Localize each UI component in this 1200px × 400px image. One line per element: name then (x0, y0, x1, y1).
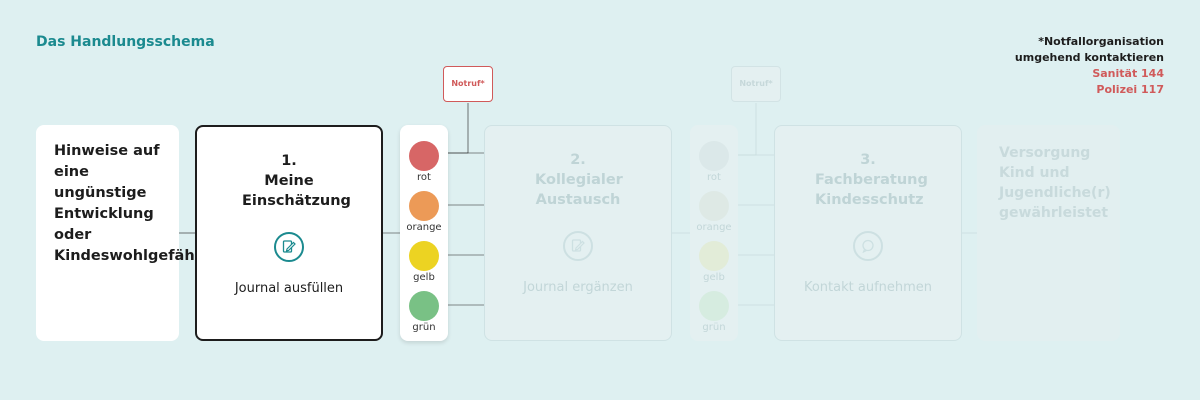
light-orange[interactable] (409, 191, 439, 221)
step-2-card[interactable]: 2. Kollegialer Austausch Journal ergänze… (484, 125, 672, 341)
step-1-number: 1. (281, 153, 297, 169)
light-label-rot: rot (417, 172, 431, 183)
step-3-number: 3. (860, 152, 876, 168)
step-1-action: Journal ausfüllen (234, 281, 344, 296)
journal-edit-icon (274, 232, 304, 262)
light-gruen-faded (699, 291, 729, 321)
step-2-number: 2. (570, 152, 586, 168)
intro-text: Hinweise auf eine ungünstige Entwicklung… (54, 143, 244, 264)
connector-lights-notruf (448, 103, 469, 154)
step-3-heading: 3. Fachberatung Kindesschutz (775, 150, 961, 210)
step-3-card[interactable]: 3. Fachberatung Kindesschutz Kontakt auf… (774, 125, 962, 341)
step-1-card[interactable]: 1. Meine Einschätzung Journal ausfüllen (195, 125, 383, 341)
step-2-title: Kollegialer Austausch (535, 172, 623, 208)
light-label-orange-faded: orange (696, 222, 732, 233)
step-2-heading: 2. Kollegialer Austausch (485, 150, 671, 210)
journal-edit-icon (563, 231, 593, 261)
notruf-button[interactable]: Notruf* (443, 66, 493, 102)
emergency-sanitaet: Sanität 144 (1092, 67, 1164, 80)
light-label-gruen-faded: grün (702, 322, 726, 333)
step-1-title: Meine Einschätzung (242, 173, 351, 209)
step-2-action: Journal ergänzen (523, 280, 633, 295)
final-text: Versorgung Kind und Jugendliche(r) gewäh… (999, 145, 1111, 221)
emergency-line-1: *Notfallorganisation (1038, 35, 1164, 48)
light-label-gelb: gelb (413, 272, 435, 283)
light-label-gelb-faded: gelb (703, 272, 725, 283)
light-gelb[interactable] (409, 241, 439, 271)
light-gruen[interactable] (409, 291, 439, 321)
light-orange-faded (699, 191, 729, 221)
intro-card: Hinweise auf eine ungünstige Entwicklung… (36, 125, 244, 341)
emergency-line-2: umgehend kontaktieren (1014, 51, 1164, 64)
light-label-rot-faded: rot (707, 172, 721, 183)
chat-bubble-icon (853, 231, 883, 261)
step-1-heading: 1. Meine Einschätzung (197, 151, 381, 211)
light-gelb-faded (699, 241, 729, 271)
traffic-light-panel-1: rot orange gelb grün (400, 125, 448, 341)
light-rot[interactable] (409, 141, 439, 171)
page-title: Das Handlungsschema (36, 34, 215, 50)
traffic-light-panel-2: rot orange gelb grün (690, 125, 738, 341)
step-3-title: Fachberatung Kindesschutz (815, 172, 928, 208)
step-3-action: Kontakt aufnehmen (803, 280, 933, 295)
emergency-note: *Notfallorganisation umgehend kontaktier… (1015, 34, 1164, 98)
final-card: Versorgung Kind und Jugendliche(r) gewäh… (977, 125, 1120, 341)
connector-lights2-notruf (738, 103, 757, 156)
emergency-polizei: Polizei 117 (1096, 83, 1164, 96)
light-label-orange: orange (406, 222, 442, 233)
notruf-button-faded: Notruf* (731, 66, 781, 102)
light-label-gruen: grün (412, 322, 436, 333)
light-rot-faded (699, 141, 729, 171)
